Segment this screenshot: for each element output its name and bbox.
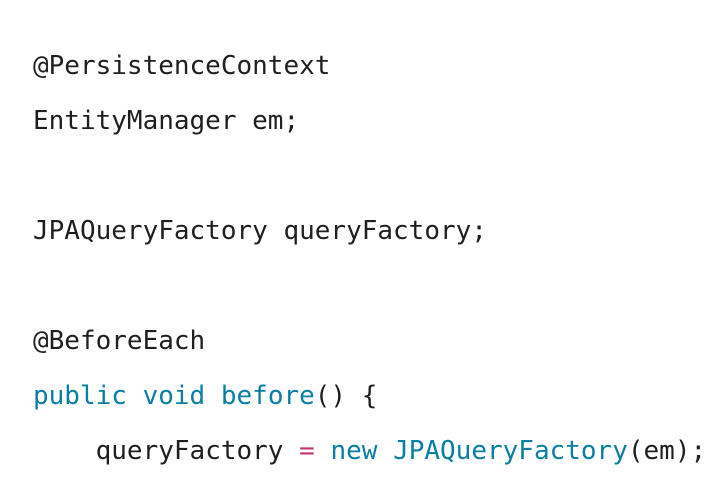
keyword-new: new	[330, 436, 378, 466]
code-line-method-signature: public void before() {	[33, 378, 377, 414]
code-line-entity-manager: EntityManager em;	[33, 103, 299, 139]
class-name-token: JPAQueryFactory	[393, 436, 628, 466]
variable-token: queryFactory	[95, 436, 284, 466]
method-name: before	[220, 381, 315, 411]
code-line-query-factory: JPAQueryFactory queryFactory;	[33, 213, 487, 249]
code-line-assignment: queryFactory = new JPAQueryFactory(em);	[33, 433, 707, 469]
assignment-operator: =	[299, 436, 315, 466]
keyword-void: void	[142, 381, 206, 411]
code-line-annotation-before-each: @BeforeEach	[33, 323, 205, 359]
field-declaration-token: JPAQueryFactory queryFactory;	[33, 216, 487, 246]
annotation-token: @PersistenceContext	[33, 51, 331, 81]
indent	[33, 436, 96, 466]
code-line-annotation-persistence-context: @PersistenceContext	[33, 48, 330, 84]
method-params-brace: () {	[314, 381, 378, 411]
annotation-token: @BeforeEach	[33, 326, 206, 356]
field-declaration-token: EntityManager em;	[33, 106, 300, 136]
constructor-args: (em);	[627, 436, 707, 466]
keyword-public: public	[33, 381, 127, 411]
